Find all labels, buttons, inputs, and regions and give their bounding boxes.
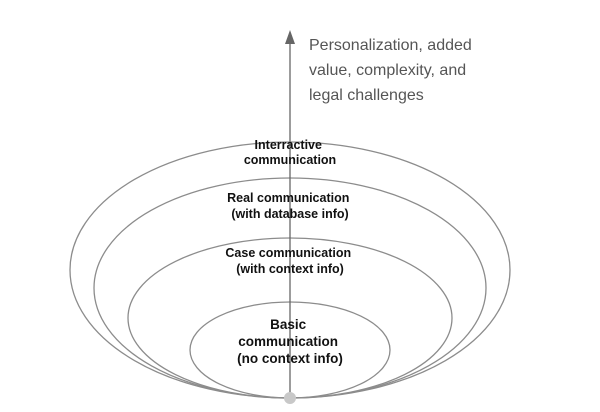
level-label-line: Real communication xyxy=(227,191,349,205)
origin-dot xyxy=(284,392,296,404)
level-label-line: Basic xyxy=(270,317,307,332)
level-label-line: (with database info) xyxy=(231,207,348,221)
level-label-line: communication xyxy=(238,334,338,349)
axis-label-line: Personalization, added xyxy=(309,37,472,54)
level-label-line: Interractive xyxy=(255,138,322,152)
axis-label-line: legal challenges xyxy=(309,87,424,104)
arrow-head-icon xyxy=(285,30,295,44)
ellipse-basic-communication xyxy=(189,301,391,399)
ellipse-interactive-communication xyxy=(69,141,511,399)
level-label-line: (with context info) xyxy=(236,262,344,276)
level-label-line: Case communication xyxy=(225,246,351,260)
ellipse-case-communication xyxy=(127,237,453,399)
axis-label: Personalization, added value, complexity… xyxy=(309,37,476,104)
level-label-case: Case communication (with context info) xyxy=(225,246,354,276)
ellipse-real-communication xyxy=(93,177,487,399)
level-label-real: Real communication (with database info) xyxy=(227,191,353,221)
axis-label-line: value, complexity, and xyxy=(309,62,466,79)
level-label-basic: Basic communication (no context info) xyxy=(237,317,343,366)
level-label-line: (no context info) xyxy=(237,351,343,366)
level-label-line: communication xyxy=(244,153,336,167)
level-label-interactive: Interractive communication xyxy=(244,138,336,167)
